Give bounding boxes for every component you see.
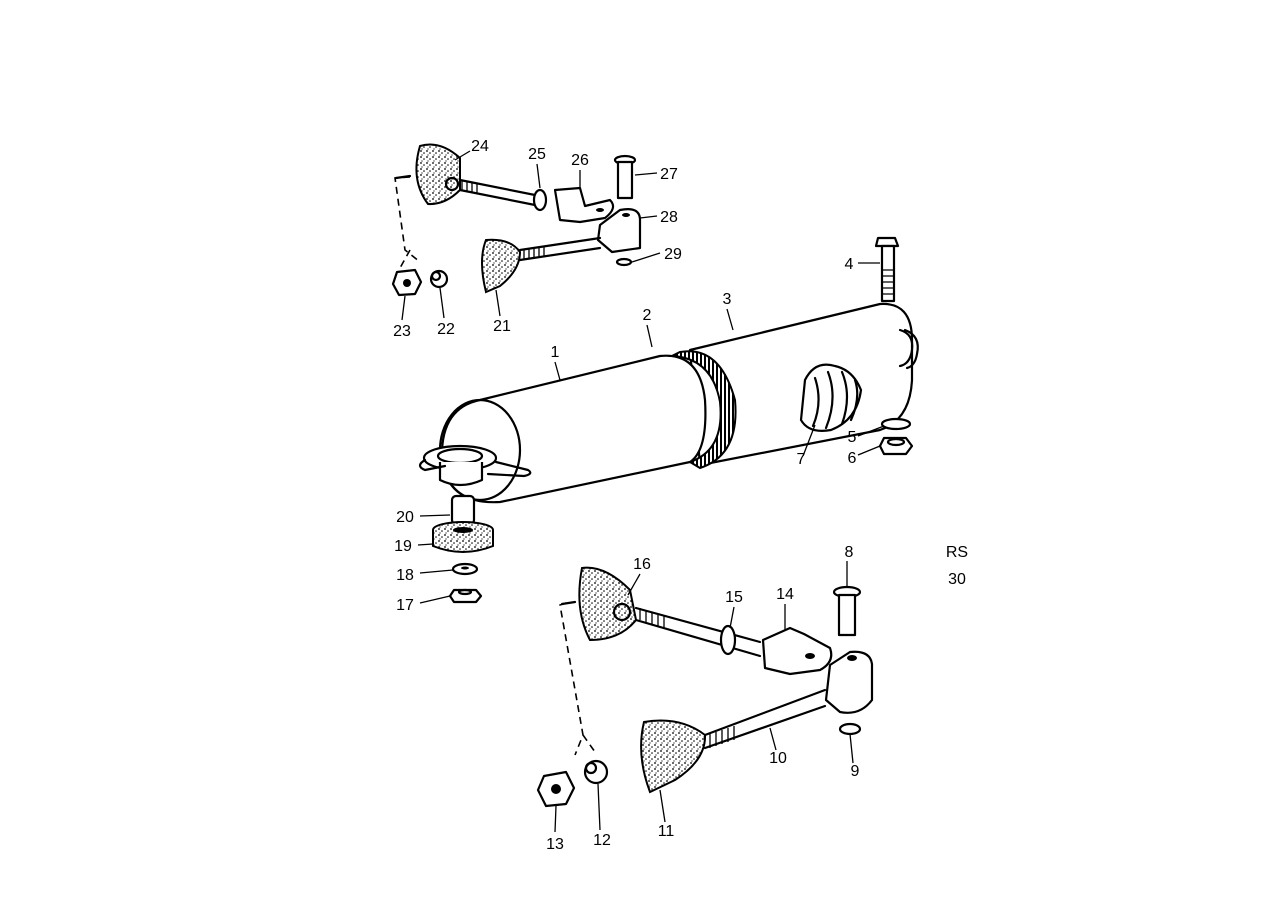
callout-21: 21 (493, 318, 511, 335)
callout-11: 11 (658, 823, 675, 840)
part-18-washer (451, 562, 479, 576)
part-28-lever-block (596, 208, 642, 254)
part-10-adjusting-rod (703, 688, 827, 750)
part-4-bolt (874, 236, 900, 303)
part-11-knob (640, 719, 707, 794)
part-12-clip (583, 759, 609, 785)
callout-27: 27 (660, 166, 678, 183)
callout-5: 5 (848, 429, 857, 446)
part-21-knob (481, 238, 522, 294)
callout-3: 3 (723, 291, 732, 308)
callout-22: 22 (437, 321, 455, 338)
lever-block (824, 650, 874, 714)
part-14-clevis (761, 626, 833, 676)
callout-17: 17 (396, 597, 414, 614)
callout-7: 7 (797, 451, 806, 468)
callout-2: 2 (643, 307, 652, 324)
callout-25: 25 (528, 146, 546, 163)
part-26-clevis (553, 186, 615, 224)
part-20-bushing (450, 494, 476, 526)
callout-29: 29 (664, 246, 682, 263)
part-2-collar (668, 350, 737, 470)
part-24-knob (415, 143, 461, 206)
shock-absorber-body (418, 302, 919, 504)
part-5-washer (880, 417, 912, 431)
callout-6: 6 (848, 450, 857, 467)
part-29-clip (615, 257, 633, 267)
diagram-code-line1: RS (946, 544, 968, 561)
callout-8: 8 (845, 544, 854, 561)
leader-lines (401, 150, 885, 833)
callout-10: 10 (769, 750, 787, 767)
upper-adjuster-assembly (391, 143, 642, 297)
part-23-nut (391, 268, 423, 297)
callout-4: 4 (845, 256, 854, 273)
callout-19: 19 (394, 538, 412, 555)
assembly-path-dashed (394, 176, 421, 269)
part-19-rubber-mount (432, 521, 494, 553)
part-25-washer (532, 188, 548, 212)
callout-18: 18 (396, 567, 414, 584)
top-eye-mount (903, 328, 919, 370)
part-27-pin (613, 154, 637, 200)
part-15-washer (719, 624, 737, 656)
callout-labels: 1 2 3 4 5 6 7 8 9 10 11 12 13 14 15 16 1… (393, 138, 859, 853)
callout-24: 24 (471, 138, 489, 155)
callout-20: 20 (396, 509, 414, 526)
callout-13: 13 (546, 836, 564, 853)
part-8-pin (832, 585, 862, 637)
part-13-nut (536, 770, 576, 808)
part-7-bellows (799, 363, 863, 432)
part-17-nut (448, 588, 483, 604)
diagram-code-line2: 30 (948, 571, 966, 588)
callout-15: 15 (725, 589, 743, 606)
callout-16: 16 (633, 556, 651, 573)
callout-14: 14 (776, 586, 794, 603)
part-22-clip (429, 269, 449, 289)
callout-12: 12 (593, 832, 611, 849)
diagram-code: RS 30 (946, 544, 968, 588)
callout-1: 1 (551, 344, 560, 361)
part-9-clip (838, 722, 862, 736)
callout-26: 26 (571, 152, 589, 169)
bottom-eye-mount (418, 444, 532, 487)
part-6-nut (878, 436, 914, 456)
part-16-knob (578, 566, 638, 642)
callout-23: 23 (393, 323, 411, 340)
callout-9: 9 (851, 763, 860, 780)
callout-28: 28 (660, 209, 678, 226)
lower-adjuster-assembly (536, 566, 874, 808)
